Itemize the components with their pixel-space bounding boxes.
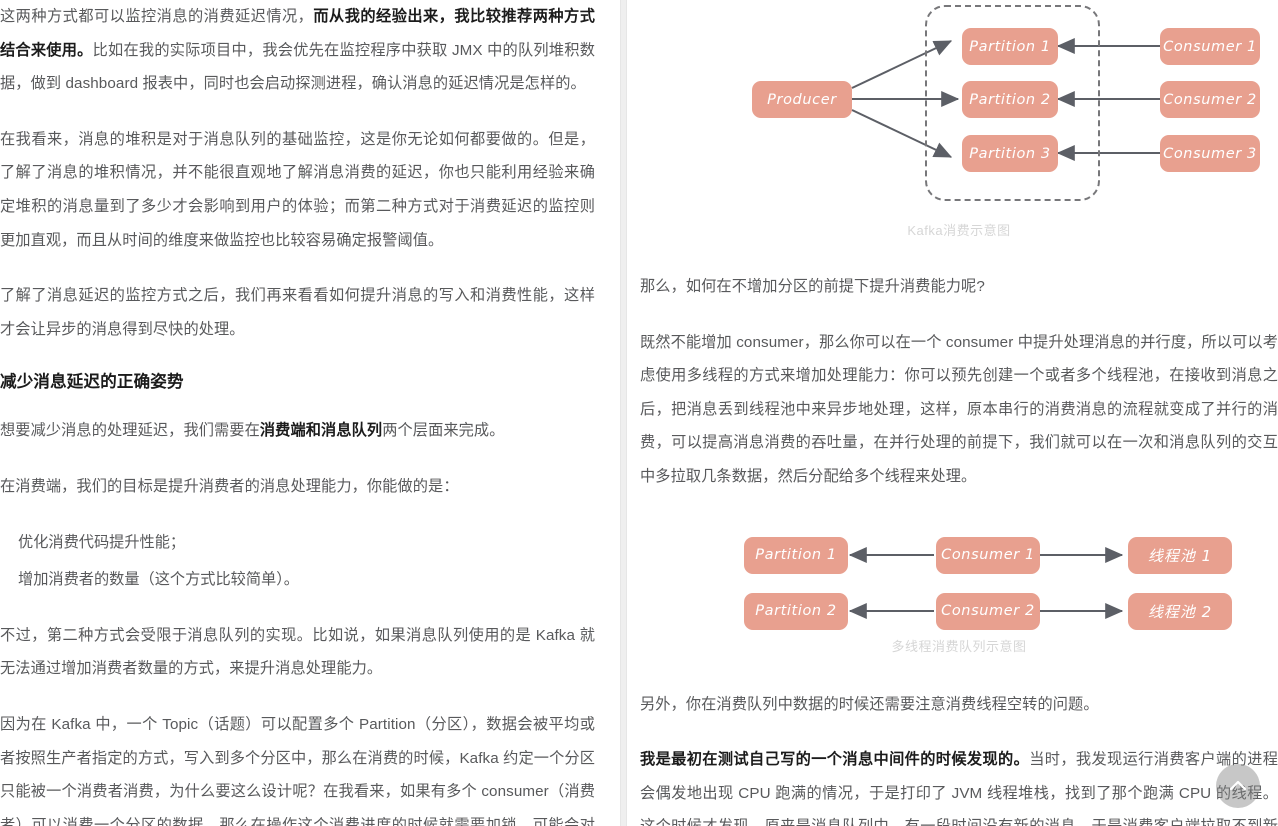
figure-kafka-consume: Producer Partition 1 Partition 2 Partiti… <box>640 0 1278 240</box>
paragraph: 在我看来，消息的堆积是对于消息队列的基础监控，这是你无论如何都要做的。但是，了解… <box>0 130 595 249</box>
column-divider <box>620 0 627 826</box>
bullet-list: 优化消费代码提升性能； 增加消费者的数量（这个方式比较简单）。 <box>0 526 595 597</box>
chevron-up-icon <box>1229 780 1247 791</box>
paragraph: 因为在 Kafka 中，一个 Topic（话题）可以配置多个 Partition… <box>0 715 595 826</box>
node-thread-pool-1: 线程池 1 <box>1128 536 1232 574</box>
paragraph: 想要减少消息的处理延迟，我们需要在消费端和消息队列两个层面来完成。 <box>0 422 505 440</box>
paragraph: 了解了消息延迟的监控方式之后，我们再来看看如何提升消息的写入和消费性能，这样才会… <box>0 287 595 338</box>
node-mt-consumer-1: Consumer 1 <box>936 536 1040 574</box>
paragraph: 我是最初在测试自己写的一个消息中间件的时候发现的。当时，我发现运行消费客户端的进… <box>640 751 1278 826</box>
back-to-top-button[interactable] <box>1216 764 1260 808</box>
node-partition-2: Partition 2 <box>962 81 1058 118</box>
paragraph: 不过，第二种方式会受限于消息队列的实现。比如说，如果消息队列使用的是 Kafka… <box>0 626 595 678</box>
paragraph: 那么，如何在不增加分区的前提下提升消费能力呢? <box>640 278 985 295</box>
paragraph: 这两种方式都可以监控消息的消费延迟情况，而从我的经验出来，我比较推荐两种方式结合… <box>0 8 595 93</box>
figure-kafka-caption: Kafka消费示意图 <box>907 223 1011 238</box>
paragraph: 既然不能增加 consumer，那么你可以在一个 consumer 中提升处理消… <box>640 333 1278 485</box>
left-column-content: 这两种方式都可以监控消息的消费延迟情况，而从我的经验出来，我比较推荐两种方式结合… <box>0 0 595 826</box>
node-mt-consumer-2: Consumer 2 <box>936 592 1040 630</box>
article-column-left: 这两种方式都可以监控消息的消费延迟情况，而从我的经验出来，我比较推荐两种方式结合… <box>0 0 601 826</box>
kafka-broker-group-box <box>925 5 1100 201</box>
right-column-content-bottom: 另外，你在消费队列中数据的时候还需要注意消费线程空转的问题。我是最初在测试自己写… <box>640 688 1278 826</box>
right-column-content-top: 那么，如何在不增加分区的前提下提升消费能力呢? 既然不能增加 consumer，那… <box>640 270 1278 494</box>
node-thread-pool-2: 线程池 2 <box>1128 592 1232 630</box>
node-partition-1: Partition 1 <box>962 28 1058 65</box>
figure-multithread-caption: 多线程消费队列示意图 <box>891 638 1027 654</box>
paragraph: 在消费端，我们的目标是提升消费者的消息处理能力，你能做的是： <box>0 477 459 495</box>
list-item: 增加消费者的数量（这个方式比较简单）。 <box>18 571 299 589</box>
figure-multithread-queue: Partition 1 Partition 2 Consumer 1 Consu… <box>640 516 1278 656</box>
node-consumer-1: Consumer 1 <box>1160 28 1260 65</box>
section-heading: 减少消息延迟的正确姿势 <box>0 373 184 392</box>
node-consumer-3: Consumer 3 <box>1160 135 1260 172</box>
figure-kafka-canvas: Producer Partition 1 Partition 2 Partiti… <box>640 0 1278 222</box>
node-partition-3: Partition 3 <box>962 135 1058 172</box>
list-item: 优化消费代码提升性能； <box>18 533 186 551</box>
figure-kafka-wires <box>851 38 1160 161</box>
node-mt-partition-2: Partition 2 <box>744 592 848 630</box>
article-column-right: Producer Partition 1 Partition 2 Partiti… <box>640 0 1278 826</box>
node-producer: Producer <box>752 81 852 118</box>
figure-multithread-wires <box>848 546 1124 619</box>
paragraph: 另外，你在消费队列中数据的时候还需要注意消费线程空转的问题。 <box>640 695 1099 713</box>
figure-multithread-canvas: Partition 1 Partition 2 Consumer 1 Consu… <box>640 516 1278 638</box>
node-mt-partition-1: Partition 1 <box>744 536 848 574</box>
node-consumer-2: Consumer 2 <box>1160 81 1260 118</box>
